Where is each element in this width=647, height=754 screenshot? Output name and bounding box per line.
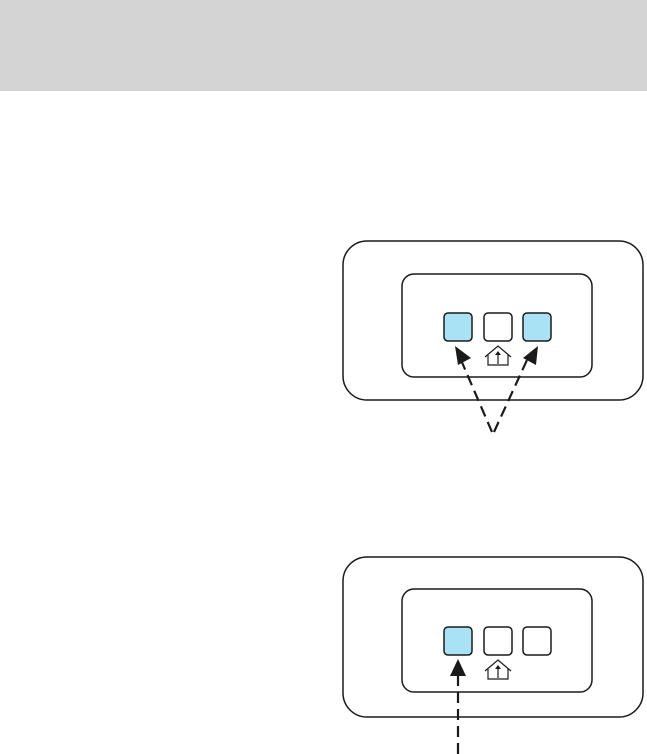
button-middle[interactable] xyxy=(484,627,512,655)
button-right[interactable] xyxy=(523,313,551,341)
button-left[interactable] xyxy=(444,627,472,655)
diagram-two-outer-buttons xyxy=(343,241,643,432)
arrow-to-left-button xyxy=(450,659,466,754)
arrow-to-left-button xyxy=(455,346,492,432)
diagram-single-left-button xyxy=(343,557,643,754)
garage-home-icon xyxy=(485,346,511,365)
garage-home-icon xyxy=(485,660,511,679)
button-middle[interactable] xyxy=(484,313,512,341)
arrow-to-right-button xyxy=(494,346,538,432)
button-right[interactable] xyxy=(523,627,551,655)
button-left[interactable] xyxy=(444,313,472,341)
